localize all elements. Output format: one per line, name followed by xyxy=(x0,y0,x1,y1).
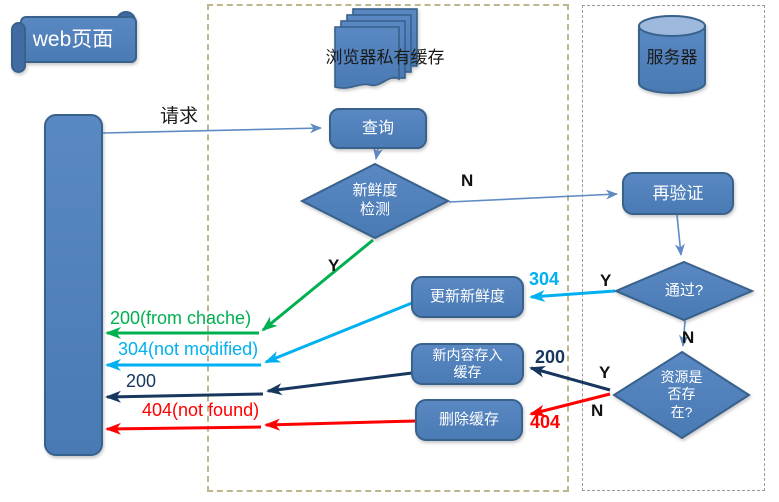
arrow-cyan-304 xyxy=(529,289,616,302)
doc-page-front xyxy=(334,26,400,89)
request-edge-label: 请求 xyxy=(160,106,199,127)
edge-revalidate-to-pass xyxy=(674,214,685,256)
web-page-banner-text: web页面 xyxy=(32,27,114,51)
arrow-red-horizontal xyxy=(105,422,262,435)
web-page-node xyxy=(44,114,103,456)
query-node xyxy=(329,108,427,149)
label-y-pass: Y xyxy=(600,271,612,290)
resource-exists-label: 资源是 否存 在? xyxy=(614,354,749,436)
banner-roll xyxy=(11,22,26,73)
resource-line3: 在? xyxy=(670,403,693,420)
arrow-navy-diagonal xyxy=(266,371,413,396)
update-freshness-label: 更新新鲜度 xyxy=(412,277,523,317)
resource-line2: 否存 xyxy=(667,386,696,403)
freshness-check-label: 新鲜度 检测 xyxy=(315,179,435,223)
web-page-banner-label: web页面 xyxy=(14,22,132,58)
response-arrows xyxy=(105,238,616,435)
label-404-not-found: 404(not found) xyxy=(142,400,260,420)
label-304: 304 xyxy=(529,269,560,289)
edge-freshness-no xyxy=(448,189,618,203)
browser-cache-region xyxy=(207,4,569,492)
query-label: 查询 xyxy=(330,109,426,148)
label-200: 200 xyxy=(535,347,566,367)
arrow-navy-horizontal xyxy=(105,390,264,403)
store-line1: 新内容存入 xyxy=(432,346,503,363)
label-n-exists: N xyxy=(591,401,604,420)
pass-check-text: 通过? xyxy=(664,281,704,299)
pass-check-node xyxy=(613,260,755,322)
label-200-from-cache: 200(from chache) xyxy=(110,308,252,328)
arrow-red-404 xyxy=(529,392,611,417)
revalidate-node xyxy=(622,172,734,215)
arrow-navy-200 xyxy=(529,365,611,392)
edge-query-to-freshness xyxy=(373,147,383,160)
edge-request xyxy=(102,123,322,134)
label-y-exists: Y xyxy=(599,363,611,382)
delete-cache-text: 删除缓存 xyxy=(438,410,499,428)
arrow-cyan-diagonal xyxy=(264,301,413,364)
arrow-green-diagonal xyxy=(261,238,374,332)
pass-check-label: 通过? xyxy=(616,262,752,320)
label-n-freshness: N xyxy=(461,171,474,190)
update-freshness-node xyxy=(411,276,524,318)
query-text: 查询 xyxy=(361,119,394,137)
label-200-left: 200 xyxy=(126,371,157,391)
store-new-content-node xyxy=(411,343,524,385)
label-304-not-modified: 304(not modified) xyxy=(118,339,259,359)
resource-line1: 资源是 xyxy=(660,368,703,385)
freshness-check-node xyxy=(299,162,451,240)
delete-cache-label: 删除缓存 xyxy=(416,400,522,440)
freshness-line1: 新鲜度 xyxy=(352,182,398,200)
cylinder-body xyxy=(638,25,706,94)
multi-document-icon xyxy=(334,8,418,89)
label-y-freshness: Y xyxy=(328,256,340,275)
server-title: 服务器 xyxy=(646,48,698,67)
database-cylinder-icon xyxy=(638,15,706,94)
web-page-banner-shape xyxy=(11,11,137,73)
resource-exists-node xyxy=(612,350,751,440)
update-freshness-text: 更新新鲜度 xyxy=(429,287,505,305)
label-n-pass: N xyxy=(682,328,695,347)
arrow-red-diagonal xyxy=(264,418,417,431)
store-line2: 缓存 xyxy=(453,364,482,380)
revalidate-label: 再验证 xyxy=(623,173,733,214)
connectors xyxy=(102,123,689,347)
server-region xyxy=(582,5,765,491)
browser-cache-title: 浏览器私有缓存 xyxy=(325,48,445,67)
freshness-line2: 检测 xyxy=(359,201,390,218)
revalidate-text: 再验证 xyxy=(652,183,704,203)
edge-pass-no xyxy=(678,320,689,347)
delete-cache-node xyxy=(415,399,523,441)
store-new-content-label: 新内容存入 缓存 xyxy=(412,344,523,384)
cylinder-top xyxy=(638,15,706,37)
label-404: 404 xyxy=(530,412,561,432)
